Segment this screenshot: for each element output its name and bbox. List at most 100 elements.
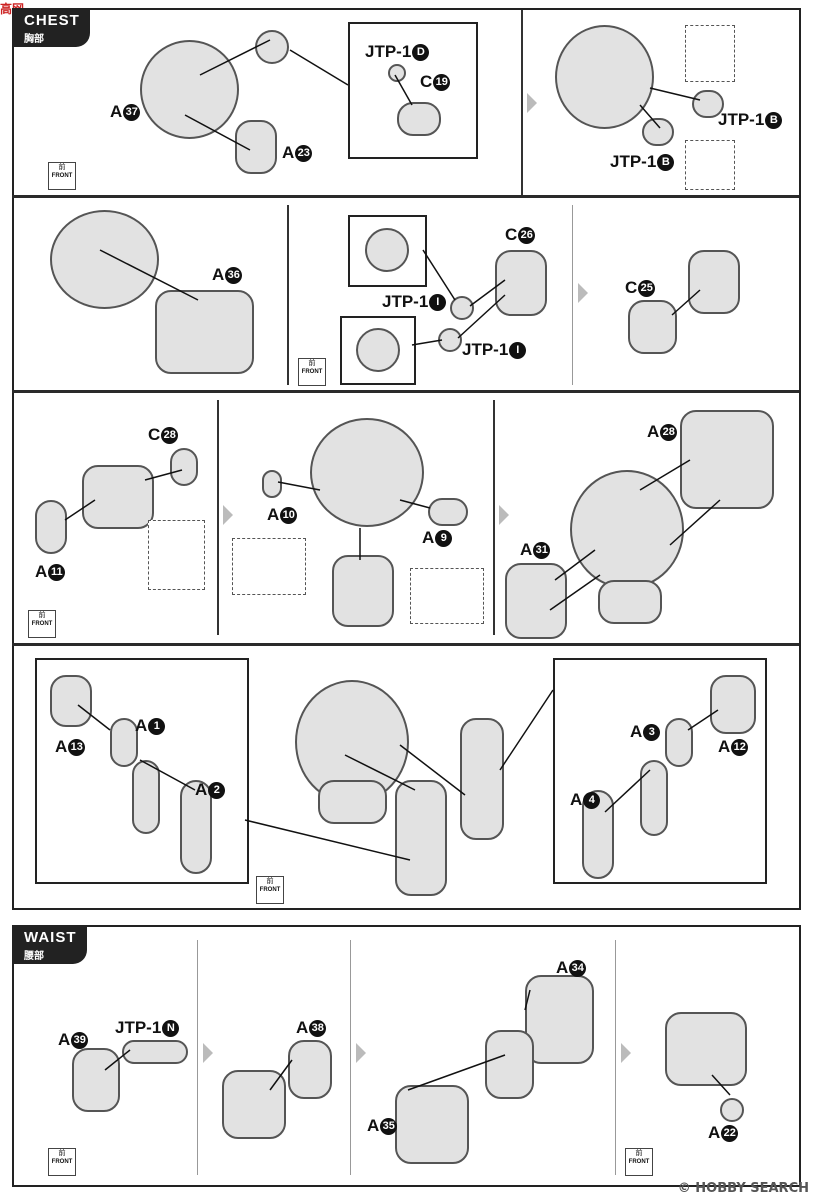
part-a38: [288, 1040, 332, 1099]
part-c28: [170, 448, 198, 486]
part-c19: [397, 102, 441, 136]
polycap-jtp1d-ref: [255, 30, 289, 64]
part-a35: [395, 1085, 469, 1164]
part-a31: [505, 563, 567, 639]
part-a34: [525, 975, 594, 1064]
right-arm-assembled: [460, 718, 504, 840]
step-arrow-icon: [223, 505, 233, 525]
column-divider: [521, 10, 523, 195]
c28-detail-box: [148, 520, 205, 590]
chest-subassembly: [50, 210, 159, 309]
polycap-jtp1i-top: [450, 296, 474, 320]
chest-block-assembly: [82, 465, 154, 529]
column-divider: [287, 205, 289, 385]
polycap-jtp1b-bottom: [642, 118, 674, 146]
step-arrow-icon: [621, 1043, 631, 1063]
part-a22: [720, 1098, 744, 1122]
torso-assembled: [570, 470, 684, 589]
polycap-jtp1n: [122, 1040, 188, 1064]
part-a36: [155, 290, 254, 374]
step-arrow-icon: [203, 1043, 213, 1063]
step-arrow-icon: [578, 283, 588, 303]
chest-tab-title: CHEST: [24, 12, 80, 29]
part-a23: [235, 120, 277, 174]
part-a12: [710, 675, 756, 734]
column-divider: [493, 400, 495, 635]
part-a2: [180, 780, 212, 874]
chest-part-a37-assembled: [555, 25, 654, 129]
row-separator-2: [12, 390, 799, 393]
step-arrow-icon: [499, 505, 509, 525]
part-a3: [665, 718, 693, 767]
column-divider: [217, 400, 219, 635]
torso-lower-block: [332, 555, 394, 627]
part-a10: [262, 470, 282, 498]
chest-part-a37: [140, 40, 239, 139]
chest-tab-subtitle: 胸部: [24, 34, 44, 45]
polycap-jtp1b-top: [692, 90, 724, 118]
polycap-jtp1i-zoom-bottom: [356, 328, 400, 372]
row-separator-1: [12, 195, 799, 198]
polycap-detail-bottom: [685, 140, 735, 190]
part-a11: [35, 500, 67, 554]
polycap-detail-top: [685, 25, 735, 82]
part-c26-assembled: [688, 250, 740, 314]
polycap-jtp1i-bottom: [438, 328, 462, 352]
column-divider: [350, 940, 351, 1175]
column-divider: [572, 205, 573, 385]
torso-complete-lower: [318, 780, 387, 824]
part-a9: [428, 498, 468, 526]
chest-section-tab: CHEST 胸部: [14, 10, 90, 47]
part-a28: [680, 410, 774, 509]
polycap-jtp1i-zoom-top: [365, 228, 409, 272]
waist-tab-subtitle: 腰部: [24, 951, 44, 962]
waist-complete: [665, 1012, 747, 1086]
torso-assembled-lower: [598, 580, 662, 624]
row-separator-3: [12, 643, 799, 646]
part-a1-stem: [132, 760, 160, 834]
torso-core: [310, 418, 424, 527]
waist-section-tab: WAIST 腰部: [14, 927, 87, 964]
a10-detail-box: [232, 538, 306, 595]
column-divider: [615, 940, 616, 1175]
part-a13: [50, 675, 92, 727]
column-divider: [197, 940, 198, 1175]
part-a1: [110, 718, 138, 767]
watermark: © HOBBY SEARCH: [677, 1181, 809, 1196]
part-a3-stem: [640, 760, 668, 836]
waist-tab-title: WAIST: [24, 929, 77, 946]
waist-core-assembled: [485, 1030, 534, 1099]
step-arrow-icon: [527, 93, 537, 113]
